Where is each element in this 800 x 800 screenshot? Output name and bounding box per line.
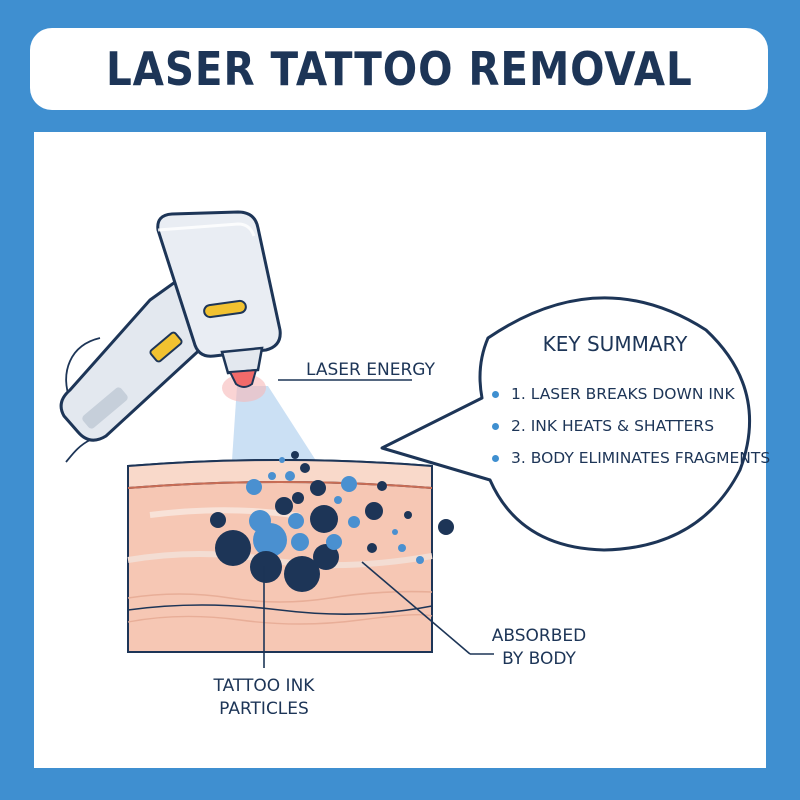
bullet-icon — [492, 422, 499, 430]
summary-item: 3. BODY ELIMINATES FRAGMENTS — [492, 442, 770, 474]
page-title: LASER TATTOO REMOVAL — [105, 42, 693, 96]
summary-item-text: 2. INK HEATS & SHATTERS — [511, 417, 715, 435]
summary-list: 1. LASER BREAKS DOWN INK 2. INK HEATS & … — [492, 378, 770, 474]
title-bar: LASER TATTOO REMOVAL — [30, 28, 768, 110]
bullet-icon — [492, 390, 499, 398]
bullet-icon — [492, 454, 499, 462]
summary-item-text: 1. LASER BREAKS DOWN INK — [511, 385, 735, 403]
laser-energy-label: LASER ENERGY — [306, 360, 435, 380]
skin-layer — [127, 459, 433, 653]
tattoo-ink-label-line2: PARTICLES — [219, 698, 309, 719]
summary-bubble — [380, 296, 752, 552]
tattoo-ink-label: TATTOO INK PARTICLES — [204, 675, 324, 721]
summary-item: 1. LASER BREAKS DOWN INK — [492, 378, 770, 410]
summary-item: 2. INK HEATS & SHATTERS — [492, 410, 770, 442]
ink-particles — [210, 451, 454, 592]
absorbed-label: ABSORBED BY BODY — [484, 625, 594, 671]
summary-item-text: 3. BODY ELIMINATES FRAGMENTS — [511, 449, 771, 467]
tattoo-ink-label-line1: TATTOO INK — [213, 676, 315, 696]
absorbed-label-line1: ABSORBED — [491, 626, 587, 646]
leader-lines — [263, 379, 494, 668]
absorbed-label-line2: BY BODY — [502, 648, 576, 669]
laser-handpiece-icon — [59, 210, 282, 463]
summary-title: KEY SUMMARY — [542, 332, 688, 356]
